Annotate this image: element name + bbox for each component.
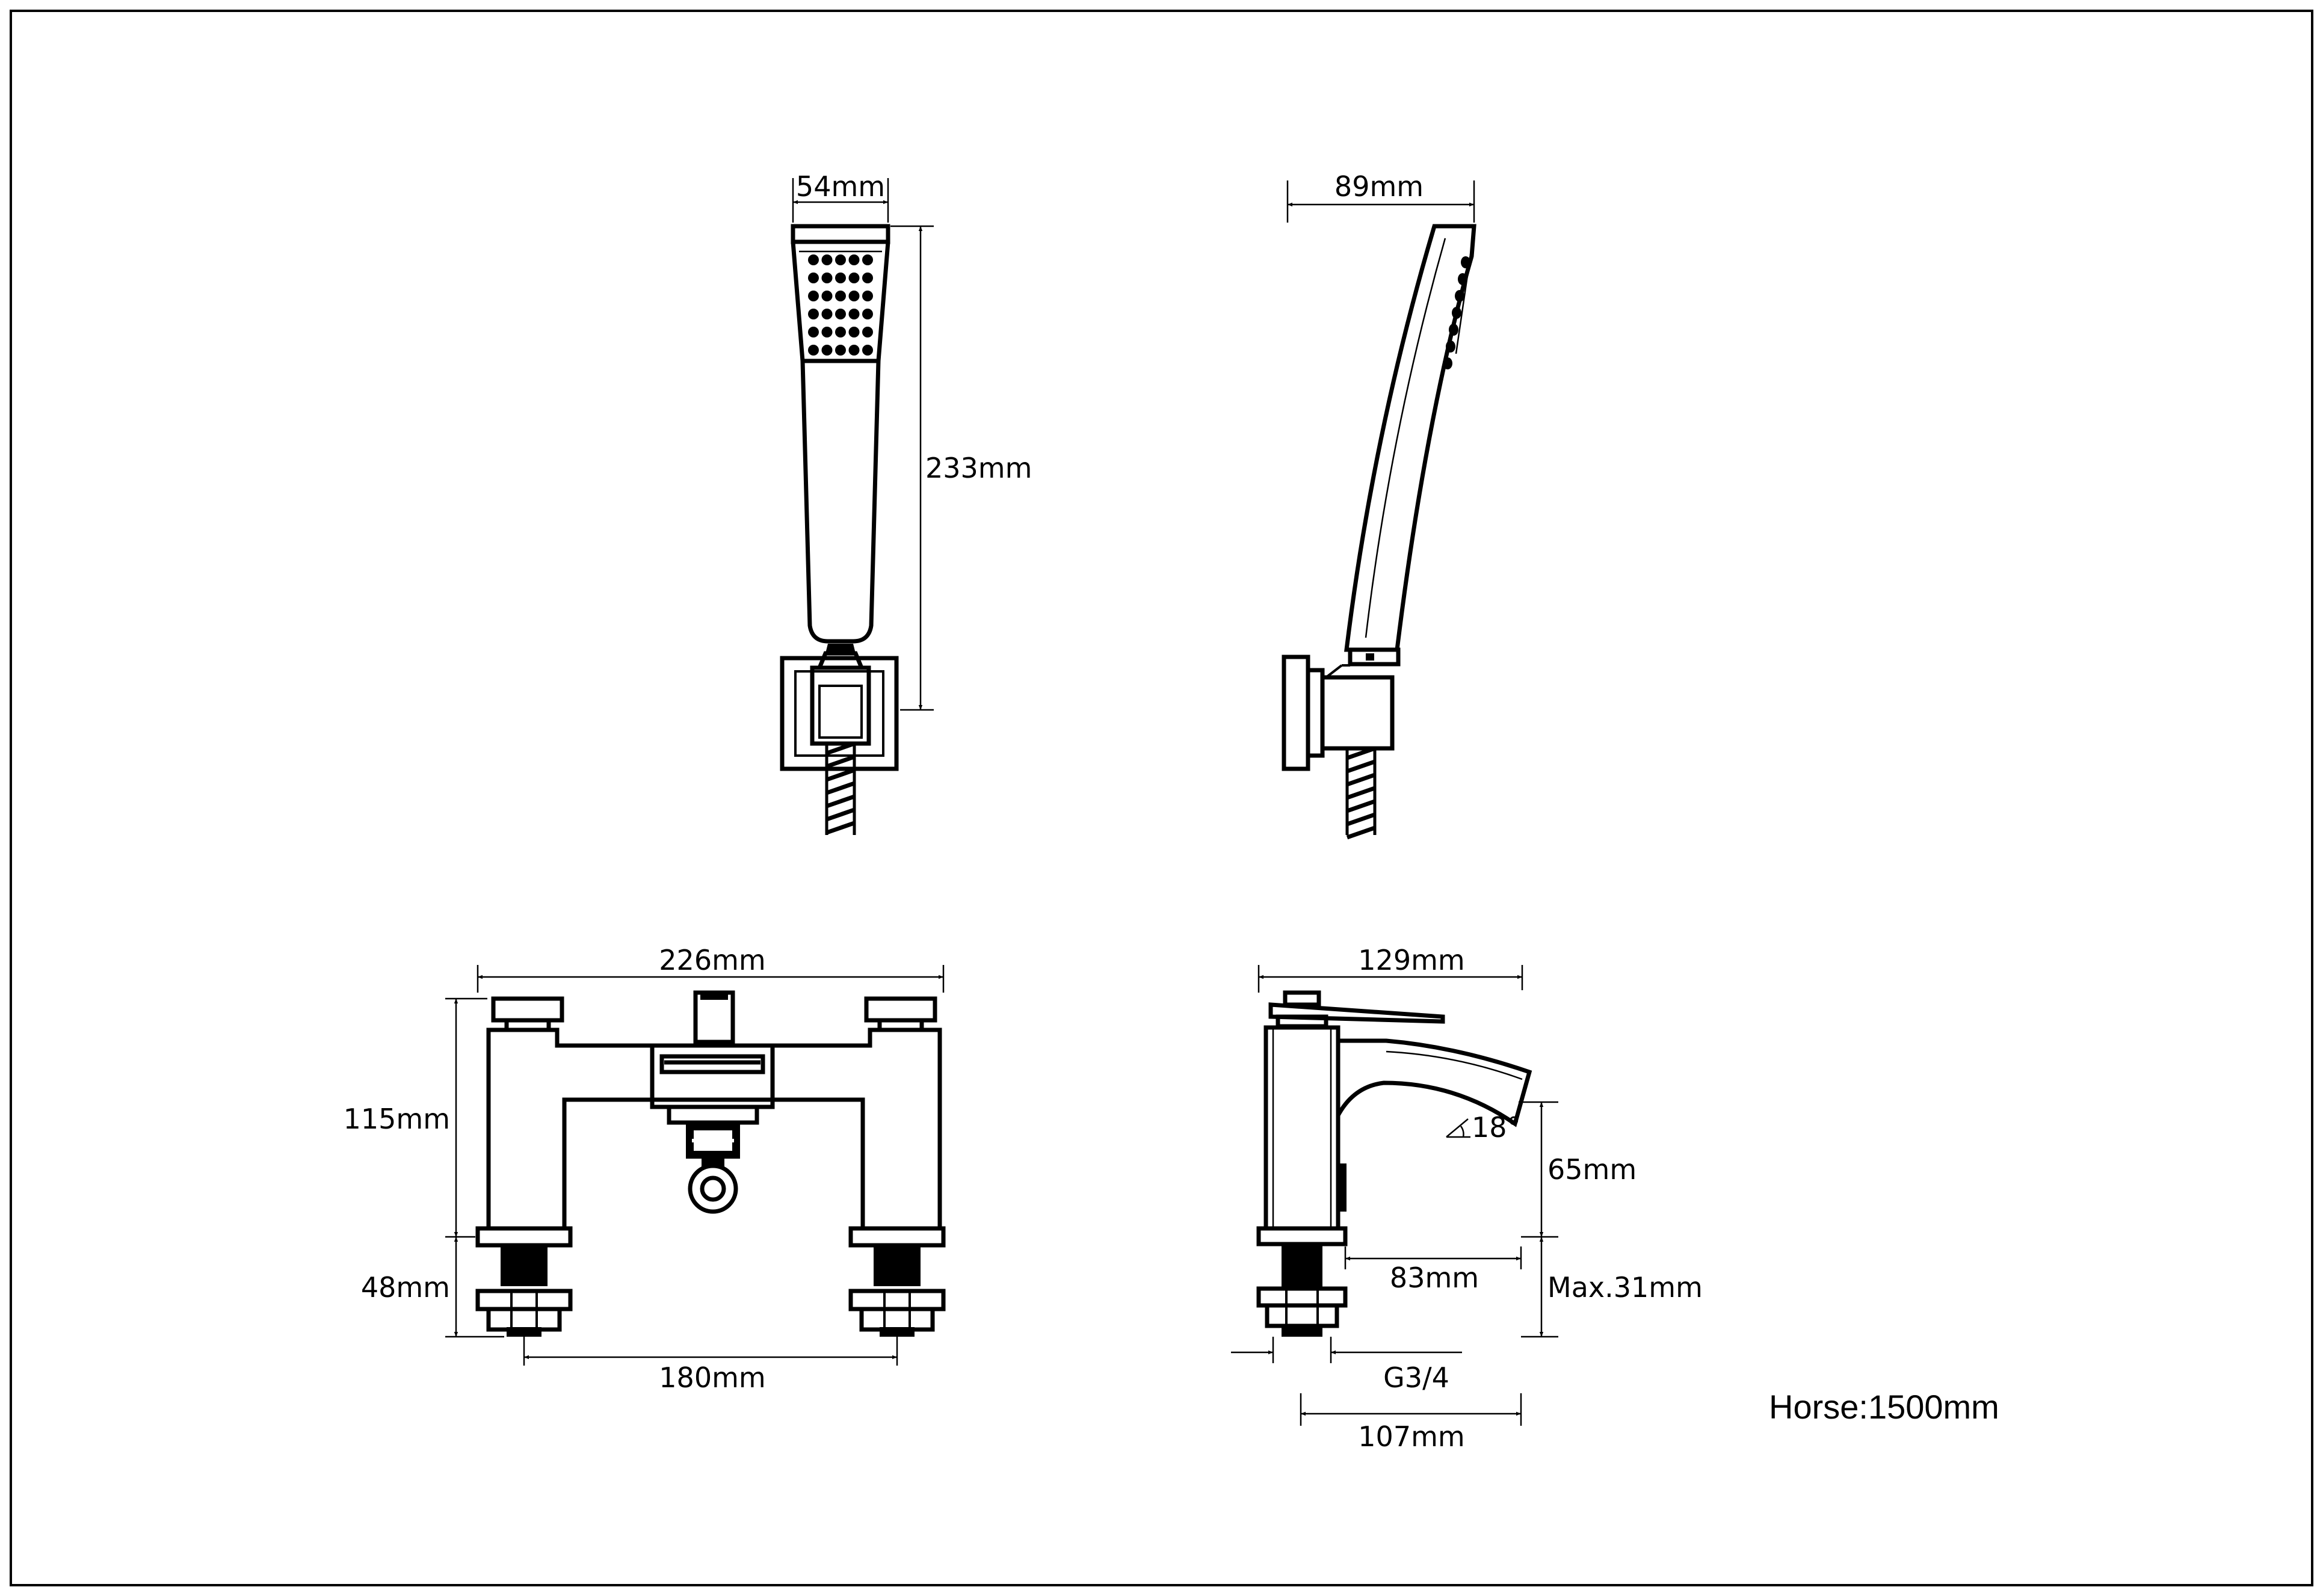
dim-label-180mm: 180mm bbox=[659, 1361, 765, 1394]
side-nozzle-dot bbox=[1443, 357, 1452, 369]
dim-label-48mm: 48mm bbox=[361, 1271, 450, 1304]
handset-front-view bbox=[780, 224, 899, 835]
dim-spout-angle: 18° bbox=[1446, 1111, 1521, 1144]
nozzle-dot bbox=[835, 291, 846, 301]
dim-label-129mm: 129mm bbox=[1358, 944, 1464, 976]
dim-handset-height: 233mm bbox=[890, 225, 1032, 711]
dim-mixer-width: 226mm bbox=[477, 944, 945, 993]
dim-label-g34: G3/4 bbox=[1383, 1361, 1449, 1394]
dim-handset-width: 54mm bbox=[792, 170, 889, 223]
nozzle-dot bbox=[848, 273, 860, 283]
nozzle-dot bbox=[862, 309, 873, 319]
nozzle-dot bbox=[821, 327, 833, 337]
nozzle-dot bbox=[808, 291, 819, 301]
hose-length-note: Horse:1500mm bbox=[1769, 1388, 1999, 1426]
nozzle-dot bbox=[835, 327, 846, 337]
handset-side-nozzles bbox=[1443, 256, 1470, 369]
handset-spray-nozzles bbox=[808, 254, 873, 356]
dim-label-18deg: 18° bbox=[1472, 1111, 1521, 1144]
nozzle-dot bbox=[848, 254, 860, 265]
nozzle-dot bbox=[862, 327, 873, 337]
dim-label-max31mm: Max.31mm bbox=[1547, 1271, 1703, 1304]
side-nozzle-dot bbox=[1455, 290, 1464, 302]
nozzle-dot bbox=[821, 309, 833, 319]
dim-label-107mm: 107mm bbox=[1358, 1420, 1464, 1453]
nozzle-dot bbox=[808, 309, 819, 319]
dim-label-89mm: 89mm bbox=[1334, 170, 1424, 203]
nozzle-dot bbox=[821, 273, 833, 283]
nozzle-dot bbox=[848, 291, 860, 301]
side-nozzle-dot bbox=[1452, 307, 1461, 319]
hose-side bbox=[1345, 746, 1377, 840]
dim-spout-reach: 83mm bbox=[1344, 1246, 1522, 1294]
dim-mixer-heights: 115mm 48mm bbox=[344, 997, 504, 1338]
side-nozzle-dot bbox=[1449, 324, 1458, 336]
dim-label-115mm: 115mm bbox=[344, 1103, 450, 1135]
side-nozzle-dot bbox=[1461, 256, 1470, 268]
dim-label-233mm: 233mm bbox=[925, 452, 1032, 484]
dim-label-54mm: 54mm bbox=[796, 170, 885, 203]
nozzle-dot bbox=[835, 309, 846, 319]
nozzle-dot bbox=[862, 345, 873, 356]
dim-label-83mm: 83mm bbox=[1390, 1262, 1479, 1294]
nozzle-dot bbox=[862, 291, 873, 301]
dim-base-depth: 107mm bbox=[1300, 1393, 1522, 1453]
nozzle-dot bbox=[821, 291, 833, 301]
dim-mixer-centres: 180mm bbox=[523, 1337, 898, 1394]
nozzle-dot bbox=[848, 327, 860, 337]
nozzle-dot bbox=[808, 254, 819, 265]
nozzle-dot bbox=[848, 345, 860, 356]
nozzle-dot bbox=[808, 345, 819, 356]
nozzle-dot bbox=[821, 254, 833, 265]
handset-side-view bbox=[1282, 224, 1476, 840]
drawing-border bbox=[10, 10, 2313, 1586]
nozzle-dot bbox=[835, 254, 846, 265]
dim-spout-heights: 65mm Max.31mm bbox=[1519, 1101, 1703, 1338]
dim-handset-depth: 89mm bbox=[1286, 170, 1475, 223]
nozzle-dot bbox=[848, 309, 860, 319]
nozzle-dot bbox=[821, 345, 833, 356]
nozzle-dot bbox=[808, 327, 819, 337]
nozzle-dot bbox=[862, 254, 873, 265]
dim-label-226mm: 226mm bbox=[659, 944, 765, 976]
side-nozzle-dot bbox=[1458, 273, 1467, 285]
dim-thread-size: G3/4 bbox=[1231, 1337, 1462, 1394]
hose-front bbox=[825, 741, 856, 835]
nozzle-dot bbox=[808, 273, 819, 283]
mixer-side-view bbox=[1256, 990, 1532, 1337]
nozzle-dot bbox=[835, 345, 846, 356]
nozzle-dot bbox=[862, 273, 873, 283]
side-nozzle-dot bbox=[1446, 340, 1455, 353]
dim-spout-projection: 129mm bbox=[1257, 944, 1523, 993]
mixer-front-view bbox=[475, 990, 946, 1337]
nozzle-dot bbox=[835, 273, 846, 283]
dim-label-65mm: 65mm bbox=[1547, 1153, 1637, 1186]
